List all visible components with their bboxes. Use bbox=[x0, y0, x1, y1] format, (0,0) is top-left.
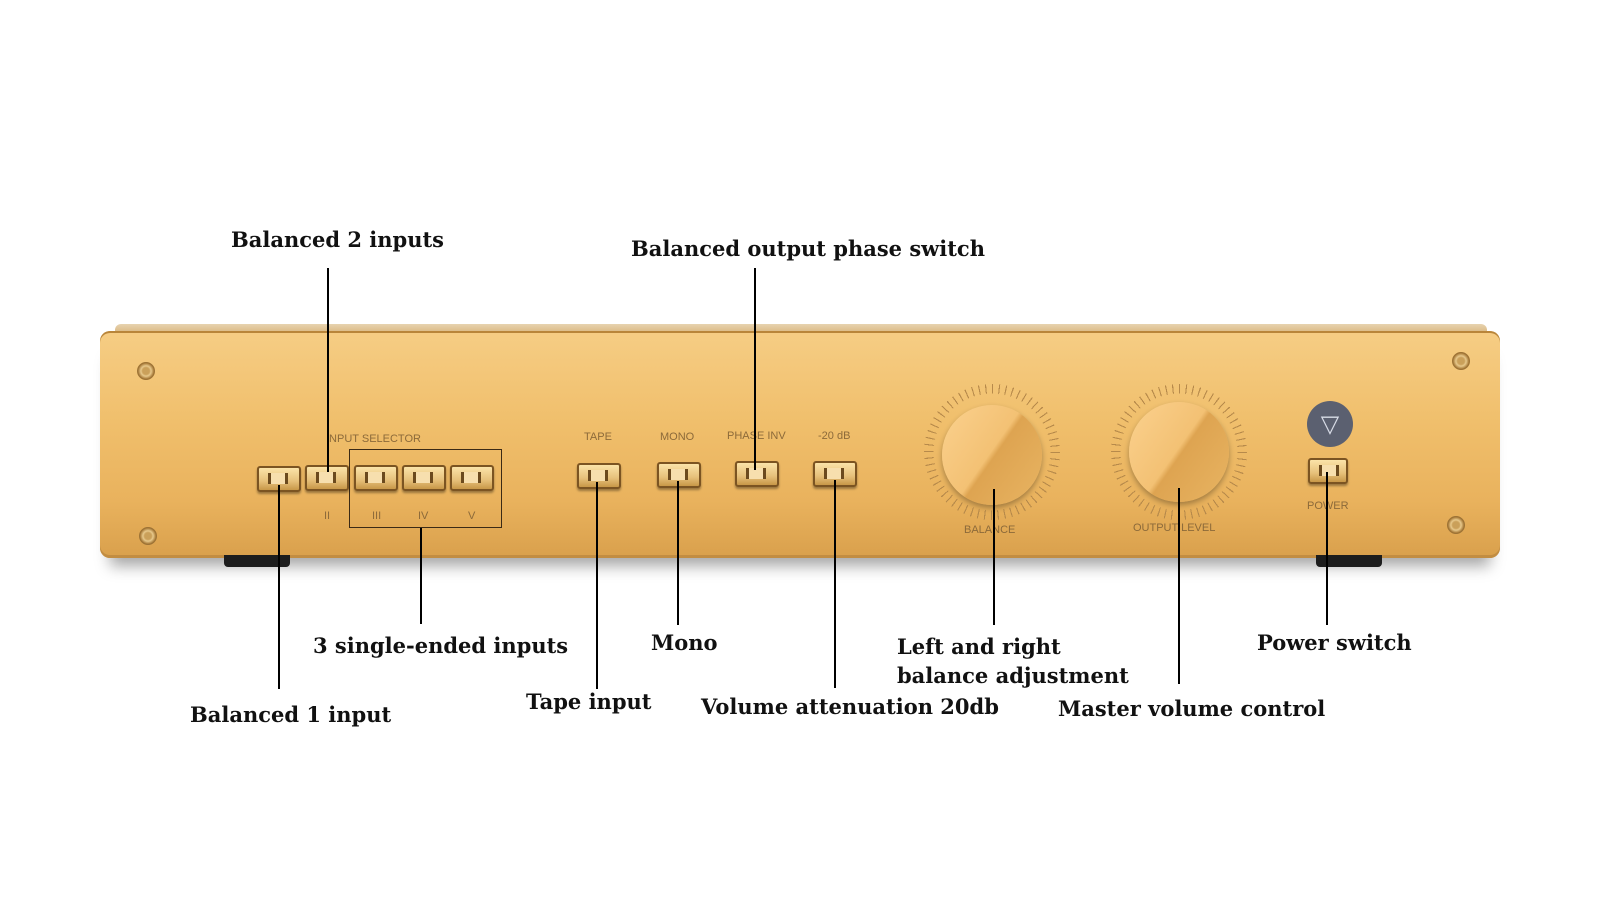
input-selector-label: INPUT SELECTOR bbox=[326, 433, 421, 445]
output-level-label: OUTPUT LEVEL bbox=[1133, 522, 1216, 534]
leader-line bbox=[677, 481, 679, 625]
annotation-balance-line1: Left and right bbox=[897, 634, 1061, 659]
front-panel bbox=[100, 331, 1500, 558]
leader-line bbox=[1326, 472, 1328, 625]
foot-right bbox=[1316, 555, 1382, 567]
input-5-button[interactable] bbox=[450, 465, 494, 491]
input-numeral-4: IV bbox=[418, 510, 429, 522]
annotation-volume-attenuation: Volume attenuation 20db bbox=[701, 694, 999, 719]
annotation-tape-input: Tape input bbox=[526, 689, 652, 714]
annotation-mono: Mono bbox=[651, 630, 718, 655]
input-3-button[interactable] bbox=[354, 465, 398, 491]
screw-icon bbox=[1447, 516, 1465, 534]
annotation-master-volume: Master volume control bbox=[1058, 696, 1326, 721]
input-4-button[interactable] bbox=[402, 465, 446, 491]
mono-label: MONO bbox=[660, 431, 695, 443]
foot-left bbox=[224, 555, 290, 567]
annotation-balance-line2: balance adjustment bbox=[897, 663, 1129, 688]
power-button[interactable] bbox=[1308, 458, 1348, 484]
leader-line bbox=[327, 268, 329, 472]
screw-icon bbox=[1452, 352, 1470, 370]
input-numeral-5: V bbox=[468, 510, 476, 522]
leader-line bbox=[420, 528, 422, 624]
phase-inv-label: PHASE INV bbox=[727, 430, 786, 442]
tape-label: TAPE bbox=[584, 431, 612, 443]
mono-button[interactable] bbox=[657, 462, 701, 488]
screw-icon bbox=[137, 362, 155, 380]
input-numeral-2: II bbox=[324, 510, 331, 522]
leader-line bbox=[1178, 488, 1180, 684]
annotation-power-switch: Power switch bbox=[1257, 630, 1412, 655]
balance-label: BALANCE bbox=[964, 524, 1016, 536]
input-numeral-3: III bbox=[372, 510, 382, 522]
screw-icon bbox=[139, 527, 157, 545]
annotation-balanced-2-inputs: Balanced 2 inputs bbox=[231, 227, 444, 252]
annotation-single-ended-inputs: 3 single-ended inputs bbox=[313, 633, 569, 658]
balance-knob[interactable] bbox=[942, 405, 1042, 505]
phase-inv-button[interactable] bbox=[735, 461, 779, 487]
triangle-logo-icon: ▽ bbox=[1307, 401, 1353, 447]
tape-button[interactable] bbox=[577, 463, 621, 489]
annotation-balanced-1-input: Balanced 1 input bbox=[190, 702, 392, 727]
output-level-knob[interactable] bbox=[1129, 402, 1229, 502]
minus-20db-label: -20 dB bbox=[818, 430, 851, 442]
leader-line bbox=[596, 482, 598, 689]
single-ended-inputs-box bbox=[349, 449, 502, 528]
leader-line bbox=[754, 268, 756, 470]
leader-line bbox=[834, 480, 836, 688]
leader-line bbox=[993, 489, 995, 625]
annotation-phase-switch: Balanced output phase switch bbox=[631, 236, 985, 261]
leader-line bbox=[278, 485, 280, 689]
panel-top-surface bbox=[115, 324, 1487, 334]
